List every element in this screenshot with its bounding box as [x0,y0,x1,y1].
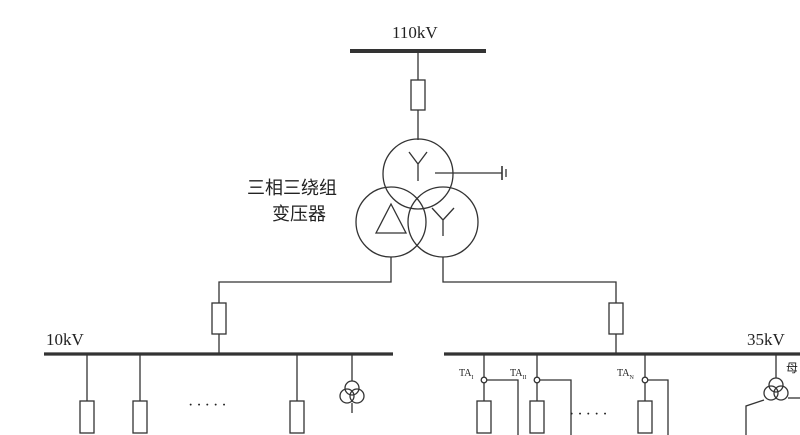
winding-hv-wye [382,138,454,210]
mv-feeder-ellipsis: ····· [569,406,611,423]
wye-symbol-hv [408,151,428,181]
transformer-label-line1: 三相三绕组 [247,178,337,199]
delta-symbol [374,202,408,234]
mv-feeder-n-switch [637,400,653,434]
lv-pt-circle-right [349,388,365,404]
ta-2-symbol [533,376,541,384]
ta-n-label: TAN [617,368,634,382]
lv-switch [211,302,227,335]
ta-2-secondary [540,379,572,435]
bus-35kv-label: 35kV [747,330,785,349]
ta-n-sub: N [629,375,634,381]
ta-1-symbol [480,376,488,384]
transformer-label-line2: 变压器 [272,204,326,225]
ta-n-symbol [641,376,649,384]
mv-lead [442,257,617,303]
ta-1-label: TAI [459,368,474,382]
lv-feeder-2-switch [132,400,148,434]
mv-pt-secondary [745,399,765,435]
lv-feeder-n-switch [289,400,305,434]
wye-symbol-mv [431,207,455,236]
lv-pt-circle-left [339,388,355,404]
mv-switch [608,302,624,335]
ta-1-base: TA [459,368,472,379]
bus-110kv-label: 110kV [392,23,438,42]
ta-1-sub: I [471,375,474,381]
winding-lv-delta [355,186,427,258]
mv-pt-circle-left [763,385,779,401]
lv-pt-circle-top [344,380,360,396]
ta-2-sub: II [522,375,527,381]
ta-n-secondary [648,379,669,435]
ta-n-base: TA [617,368,630,379]
mv-pt-circle-top [768,377,784,393]
mv-feeder-1-switch [476,400,492,434]
bus-10kv-label: 10kV [46,330,84,349]
ta-1-secondary [487,379,519,435]
ta-2-base: TA [510,368,523,379]
lv-feeder-1-switch [79,400,95,434]
ta-2-label: TAII [510,368,527,382]
mv-pt-circle-right [773,385,789,401]
lv-lead [218,257,392,303]
hv-switch [410,79,426,111]
mv-feeder-2-switch [529,400,545,434]
lv-feeder-ellipsis: ····· [188,397,230,414]
bus-pt-label-cut: 母 [786,361,799,375]
